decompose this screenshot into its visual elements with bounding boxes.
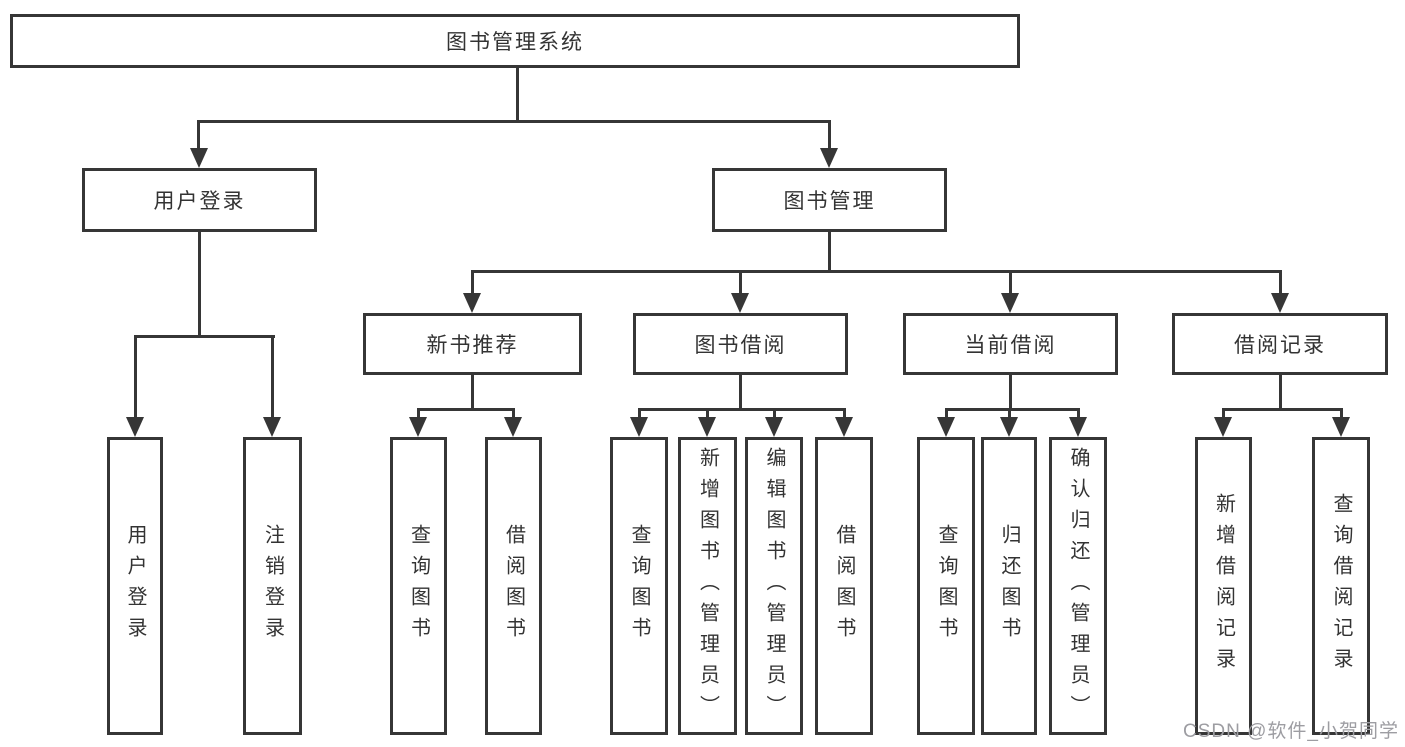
node-current-borrowing: 当前借阅: [903, 313, 1118, 375]
leaf-edit-books-admin: 编辑图书（管理员）: [745, 437, 803, 735]
connector-line: [945, 408, 948, 422]
connector-line: [828, 232, 831, 270]
node-label: 归还图书: [998, 524, 1020, 648]
connector-line: [198, 232, 201, 335]
connector-line: [843, 408, 846, 422]
connector-line: [417, 408, 515, 411]
connector-line: [271, 335, 274, 425]
connector-line: [638, 408, 846, 411]
node-borrowing-records: 借阅记录: [1172, 313, 1388, 375]
node-label: 用户登录: [153, 190, 246, 213]
node-label: 新书推荐: [426, 334, 519, 357]
node-book-management-system: 图书管理系统: [10, 14, 1020, 68]
node-book-management: 图书管理: [712, 168, 947, 232]
connector-line: [512, 408, 515, 422]
connector-line: [945, 408, 1080, 411]
node-label: 注销登录: [261, 524, 284, 648]
node-label: 当前借阅: [964, 334, 1057, 357]
node-label: 图书借阅: [694, 334, 787, 357]
connector-line: [417, 408, 420, 422]
node-new-book-recommend: 新书推荐: [363, 313, 582, 375]
leaf-query-borrow-record: 查询借阅记录: [1312, 437, 1370, 735]
node-label: 查询图书: [407, 524, 430, 648]
arrowhead-down-icon: [1000, 417, 1018, 437]
connector-line: [134, 335, 137, 425]
arrowhead-down-icon: [1214, 417, 1232, 437]
arrowhead-down-icon: [463, 293, 481, 313]
node-label: 借阅图书: [833, 524, 855, 648]
connector-line: [1222, 408, 1343, 411]
leaf-add-borrow-record: 新增借阅记录: [1195, 437, 1252, 735]
node-label: 查询借阅记录: [1330, 493, 1352, 679]
node-user-login: 用户登录: [82, 168, 317, 232]
node-label: 借阅记录: [1234, 334, 1326, 357]
arrowhead-down-icon: [765, 417, 783, 437]
connector-line: [471, 270, 474, 296]
connector-line: [1279, 375, 1282, 408]
node-book-borrowing: 图书借阅: [633, 313, 848, 375]
arrowhead-down-icon: [126, 417, 144, 437]
connector-line: [1222, 408, 1225, 422]
node-label: 新增借阅记录: [1212, 493, 1235, 679]
connector-line: [638, 408, 641, 422]
connector-line: [1340, 408, 1343, 422]
leaf-add-books-admin: 新增图书（管理员）: [678, 437, 737, 735]
leaf-logout: 注销登录: [243, 437, 302, 735]
arrowhead-down-icon: [820, 148, 838, 168]
arrowhead-down-icon: [504, 417, 522, 437]
node-label: 借阅图书: [502, 524, 525, 648]
arrowhead-down-icon: [1332, 417, 1350, 437]
arrowhead-down-icon: [409, 417, 427, 437]
csdn-watermark: CSDN @软件_小贺同学: [1183, 721, 1399, 742]
connector-line: [516, 68, 519, 120]
leaf-query-books-recommend: 查询图书: [390, 437, 447, 735]
connector-line: [739, 375, 742, 408]
leaf-borrow-books-recommend: 借阅图书: [485, 437, 542, 735]
leaf-query-books-current: 查询图书: [917, 437, 975, 735]
leaf-return-books: 归还图书: [981, 437, 1037, 735]
arrowhead-down-icon: [263, 417, 281, 437]
connector-line: [739, 270, 742, 296]
leaf-query-books-borrowing: 查询图书: [610, 437, 668, 735]
node-label: 新增图书（管理员）: [696, 446, 719, 726]
leaf-confirm-return-admin: 确认归还（管理员）: [1049, 437, 1107, 735]
node-label: 查询图书: [628, 524, 650, 648]
node-label: 图书管理: [783, 190, 876, 213]
arrowhead-down-icon: [731, 293, 749, 313]
leaf-user-login: 用户登录: [107, 437, 163, 735]
arrowhead-down-icon: [698, 417, 716, 437]
arrowhead-down-icon: [1271, 293, 1289, 313]
connector-line: [198, 120, 830, 123]
connector-line: [706, 408, 709, 422]
node-label: 确认归还（管理员）: [1067, 446, 1089, 726]
arrowhead-down-icon: [630, 417, 648, 437]
node-label: 编辑图书（管理员）: [763, 446, 785, 726]
arrowhead-down-icon: [1001, 293, 1019, 313]
node-label: 用户登录: [124, 524, 146, 648]
node-label: 图书管理系统: [446, 31, 584, 54]
connector-line: [1279, 270, 1282, 296]
connector-line: [134, 335, 275, 338]
arrowhead-down-icon: [835, 417, 853, 437]
connector-line: [471, 375, 474, 408]
arrowhead-down-icon: [190, 148, 208, 168]
connector-line: [1009, 270, 1012, 296]
leaf-borrow-books-borrowing: 借阅图书: [815, 437, 873, 735]
connector-line: [773, 408, 776, 422]
arrowhead-down-icon: [937, 417, 955, 437]
node-label: 查询图书: [935, 524, 957, 648]
connector-line: [1077, 408, 1080, 422]
connector-line: [197, 120, 200, 150]
connector-line: [828, 120, 831, 150]
connector-line: [1009, 375, 1012, 408]
arrowhead-down-icon: [1069, 417, 1087, 437]
connector-line: [1008, 408, 1011, 422]
connector-line: [471, 270, 1282, 273]
